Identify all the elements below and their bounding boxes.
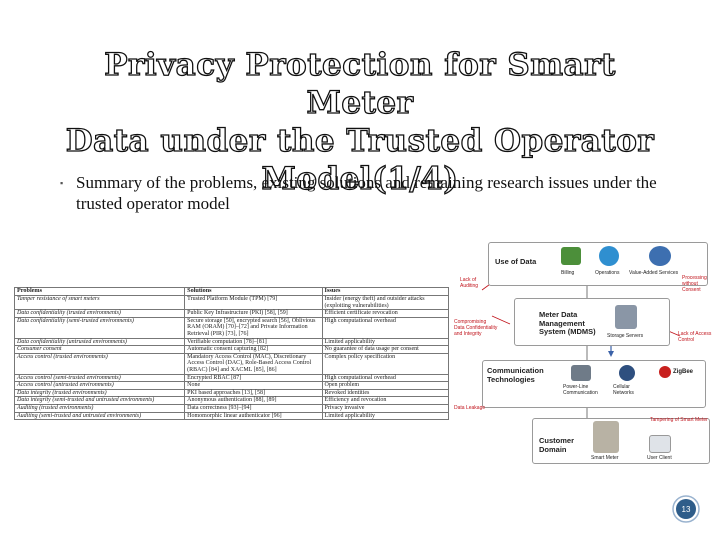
page-number-badge: 13 [672,495,700,523]
table-row: Auditing (semi-trusted and untrusted env… [13,411,450,421]
title-line-2: Data under the Trusted Operator [65,122,655,159]
bullet-point: ▪ Summary of the problems, existing solu… [60,172,660,214]
threat-lack-of-access-control: Lack of Access Control [678,331,712,343]
cell-issue: High computational overhead [321,373,450,383]
cellular-icon [619,365,635,381]
slide-title: Privacy Protection for Smart Meter Data … [60,46,660,198]
cell-solution: Verifiable computation [78]–[81] [184,337,323,347]
mdms-box: Meter Data Management System (MDMS) Stor… [514,298,670,346]
col-header-solutions: Solutions [184,287,323,296]
cell-issue: Efficient certificate revocation [321,309,450,318]
cell-problem: Access control (untrusted environments) [13,381,186,390]
cell-issue: Open problem [321,381,450,390]
col-header-problems: Problems [13,287,186,296]
cell-problem: Tamper resistance of smart meters [13,294,186,311]
value-added-label: Value-Added Services [629,270,679,276]
plc-label: Power-Line Communication [563,384,598,396]
table-row: Access control (untrusted environments)N… [13,381,450,390]
cell-problem: Data confidentiality (untrusted environm… [13,337,186,347]
cell-issue: High computational overhead [321,316,450,339]
cell-issue: Efficiency and revocation [321,396,450,405]
cell-problem: Data integrity (trusted environments) [13,388,186,398]
billing-icon [561,247,581,265]
cell-solution: Homomorphic linear authenticator [96] [184,411,323,421]
threat-tampering-smart-meter: Tampering of Smart Meter [650,417,708,423]
table-row: Access control (semi-trusted environment… [13,373,450,383]
cell-problem: Data integrity (semi-trusted and untrust… [13,396,186,405]
mdms-label: Meter Data Management System (MDMS) [539,310,596,336]
smart-meter-icon [593,421,619,453]
threat-lack-of-auditing: Lack of Auditing [460,277,479,289]
cell-problem: Access control (semi-trusted environment… [13,373,186,383]
table-header-row: Problems Solutions Issues [13,287,450,296]
use-of-data-label: Use of Data [495,257,537,266]
value-added-icon [649,246,671,266]
operations-label: Operations [595,270,620,276]
zigbee-icon [659,366,671,378]
communication-label: Communication Technologies [487,366,544,384]
use-of-data-box: Use of Data Billing Operations Value-Add… [488,242,708,286]
cell-solution: None [184,381,323,390]
cell-issue: Limited applicability [321,337,450,347]
user-client-icon [649,435,671,453]
communication-box: Communication Technologies Power-Line Co… [482,360,706,408]
table-row: Auditing (trusted environments)Data corr… [13,403,450,413]
cellular-label: Cellular Networks [613,384,634,396]
table-row: Data integrity (trusted environments)PKI… [13,388,450,398]
bullet-text: Summary of the problems, existing soluti… [76,173,657,213]
threat-data-leakage: Data Leakage [454,405,486,411]
page-number-circle: 13 [672,495,700,523]
cell-issue: Privacy invasive [321,403,450,413]
cell-problem: Auditing (trusted environments) [13,403,186,413]
cell-issue: Limited applicability [321,411,450,421]
cell-solution: Mandatory Access Control (MAC), Discreti… [184,352,323,375]
cell-problem: Access control (trusted environments) [13,352,186,375]
threat-compromising-data: Compromising Data Confidentiality and In… [454,319,498,337]
cell-issue: Complex policy specification [321,352,450,375]
threat-processing-without-consent: Processing without Consent [682,275,707,293]
col-header-issues: Issues [321,287,450,296]
storage-label: Storage Servers [607,333,644,339]
customer-box: Customer Domain Smart Meter User Client [532,418,710,464]
cell-problem: Data confidentiality (semi-trusted envir… [13,316,186,339]
cell-solution: Data correctness [93]–[94] [184,403,323,413]
table-row: Data integrity (semi-trusted and untrust… [13,396,450,405]
customer-label: Customer Domain [539,436,575,454]
bullet-marker: ▪ [60,178,64,188]
page-number: 13 [682,505,691,514]
cell-solution: Trusted Platform Module (TPM) [79] [184,294,323,311]
cell-solution: Secure storage [50], encrypted search [5… [184,316,323,339]
server-icon [615,305,637,329]
cell-issue: Insider (energy theft) and outsider atta… [321,294,450,311]
cell-issue: Revoked identities [321,388,450,398]
table-row: Data confidentiality (trusted environmen… [13,309,450,318]
table-row: Access control (trusted environments)Man… [13,352,450,375]
cell-issue: No guarantee of data usage per consent [321,345,450,354]
cell-solution: PKI based approaches [13], [58] [184,388,323,398]
zigbee-label: ZigBee [673,369,694,375]
cell-solution: Encrypted RBAC [87] [184,373,323,383]
cell-problem: Data confidentiality (trusted environmen… [13,309,186,318]
smart-meter-label: Smart Meter [591,455,619,461]
cell-solution: Automatic consent capturing [82] [184,345,323,354]
table-row: Data confidentiality (semi-trusted envir… [13,316,450,339]
power-line-icon [571,365,591,381]
cell-problem: Auditing (semi-trusted and untrusted env… [13,411,186,421]
billing-label: Billing [561,270,575,276]
title-line-3: Model(1/4) [261,160,459,197]
smart-meter-threat-diagram: Use of Data Billing Operations Value-Add… [452,240,714,465]
user-client-label: User Client [647,455,672,461]
cell-solution: Public Key Infrastructure (PKI) [58], [5… [184,309,323,318]
title-line-1: Privacy Protection for Smart Meter [104,46,616,121]
table-row: Data confidentiality (untrusted environm… [13,337,450,347]
cell-solution: Anonymous authentication [88], [89] [184,396,323,405]
cell-problem: Consumer consent [13,345,186,354]
summary-table: Problems Solutions Issues Tamper resista… [13,287,450,421]
gear-icon [599,246,619,266]
